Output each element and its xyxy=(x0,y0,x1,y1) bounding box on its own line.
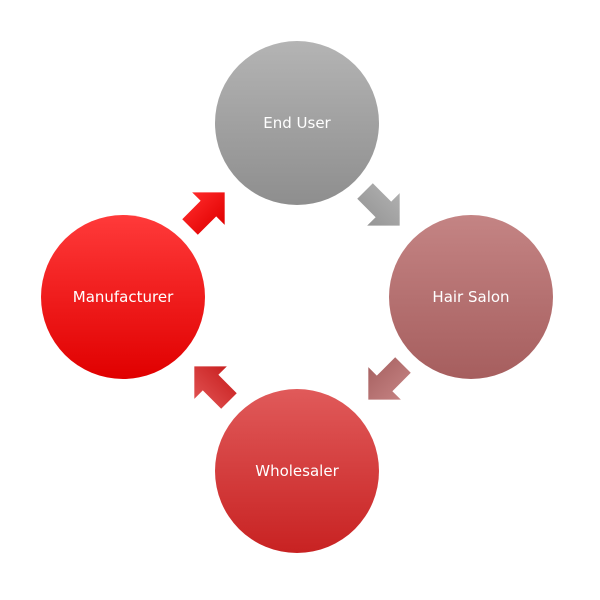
node-hair-salon xyxy=(389,215,553,379)
arrow-manufacturer-to-end-user-icon xyxy=(182,192,225,235)
node-manufacturer xyxy=(41,215,205,379)
arrow-wholesaler-to-manufacturer-icon xyxy=(194,366,237,409)
arrow-hair-salon-to-wholesaler-icon xyxy=(368,357,411,400)
node-label-end-user: End User xyxy=(263,114,331,132)
node-label-hair-salon: Hair Salon xyxy=(432,288,510,306)
node-label-manufacturer: Manufacturer xyxy=(72,288,174,306)
node-end-user xyxy=(215,41,379,205)
arrow-end-user-to-hair-salon-icon xyxy=(357,183,400,226)
node-label-wholesaler: Wholesaler xyxy=(255,462,339,480)
node-wholesaler xyxy=(215,389,379,553)
